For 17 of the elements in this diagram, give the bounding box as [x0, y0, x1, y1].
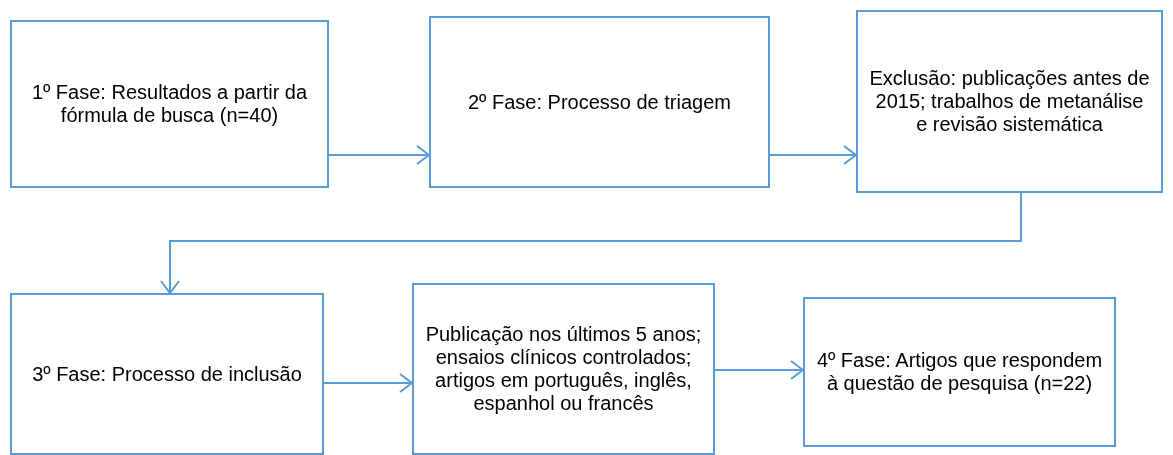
- process-box: [10, 293, 324, 455]
- process-box: [856, 10, 1163, 193]
- box-text: Publicação nos últimos 5 anos; ensaios clínicos controlados; artigos em português, inglês, espanhol ou francês: [424, 323, 703, 415]
- arrow: [328, 145, 430, 165]
- arrow: [769, 145, 857, 165]
- process-box: [10, 20, 329, 188]
- process-box: [429, 16, 770, 188]
- process-box: [803, 297, 1116, 447]
- box-text: 3º Fase: Processo de inclusão: [32, 362, 302, 386]
- box-text: 1º Fase: Resultados a partir da fórmula de busca (n=40): [30, 81, 309, 127]
- process-box: [412, 283, 715, 455]
- arrow: [160, 192, 1022, 294]
- arrow: [323, 373, 413, 393]
- box-text: 2º Fase: Processo de triagem: [468, 90, 731, 114]
- box-text: 4º Fase: Artigos que respondem à questão de pesquisa (n=22): [815, 349, 1104, 395]
- box-text: Exclusão: publicações antes de 2015; trabalhos de metanálise e revisão sistemática: [868, 67, 1151, 136]
- arrow: [714, 360, 804, 380]
